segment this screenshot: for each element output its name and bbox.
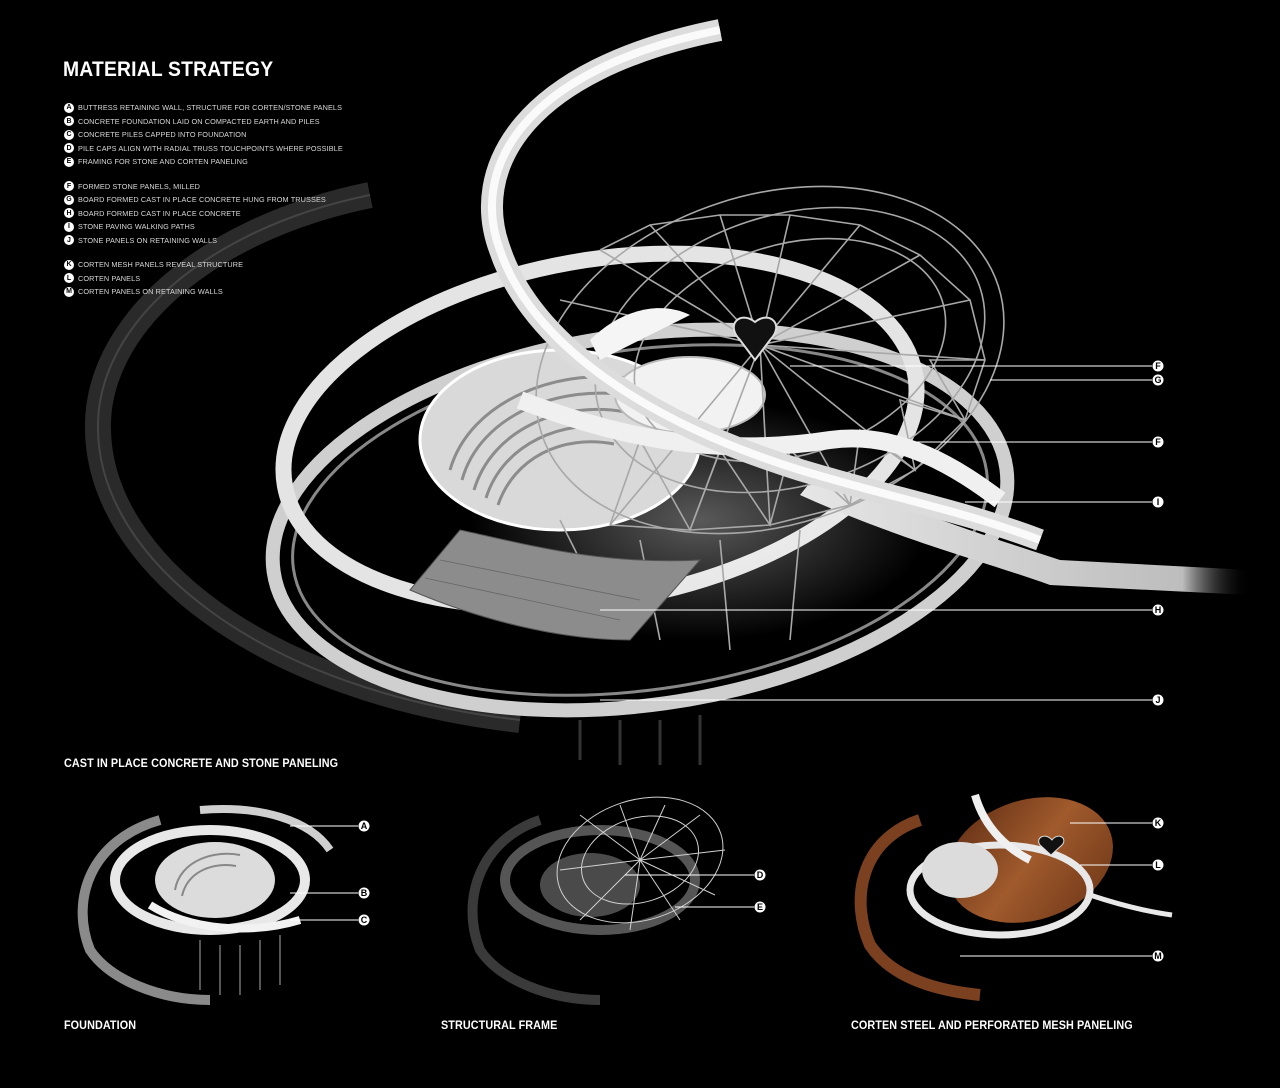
callout-badge: A — [358, 820, 370, 832]
svg-text:J: J — [1155, 695, 1160, 705]
svg-text:C: C — [361, 915, 368, 925]
legend-item-label: CORTEN PANELS ON RETAINING WALLS — [78, 287, 223, 297]
section-title-frame: STRUCTURAL FRAME — [441, 1018, 558, 1032]
legend-key-badge: A — [64, 102, 74, 113]
legend-item-label: FRAMING FOR STONE AND CORTEN PANELING — [78, 157, 248, 167]
callout-badge: D — [754, 869, 766, 881]
main-callouts: F G F I H J — [1152, 360, 1164, 706]
legend-group: K CORTEN MESH PANELS REVEAL STRUCTURE L COR… — [64, 258, 343, 299]
legend-key-badge: E — [64, 156, 74, 167]
section-title-foundation: FOUNDATION — [64, 1018, 137, 1032]
legend-key-badge: B — [64, 116, 74, 127]
foundation-callouts: A B C — [358, 820, 370, 926]
legend-item: I STONE PAVING WALKING PATHS — [64, 220, 343, 234]
legend-item-label: CORTEN PANELS — [78, 273, 141, 283]
structural-frame-illustration — [467, 796, 726, 1005]
callout-badge: L — [1152, 859, 1164, 871]
main-structure-illustration — [84, 19, 1250, 765]
legend-key-badge: G — [64, 194, 74, 205]
page-title: MATERIAL STRATEGY — [63, 58, 274, 81]
callout-badge: K — [1152, 817, 1164, 829]
section-title-main: CAST IN PLACE CONCRETE AND STONE PANELIN… — [64, 756, 339, 770]
callout-badge: M — [1152, 950, 1164, 962]
legend-key-badge: M — [64, 286, 74, 297]
legend-key-badge: L — [64, 273, 74, 284]
legend-item-label: CONCRETE PILES CAPPED INTO FOUNDATION — [78, 130, 247, 140]
corten-callouts: K L M — [1152, 817, 1164, 962]
svg-text:K: K — [1155, 818, 1162, 828]
callout-badge: G — [1152, 374, 1164, 386]
svg-text:B: B — [361, 888, 368, 898]
legend-item-label: FORMED STONE PANELS, MILLED — [78, 181, 201, 191]
legend-item: M CORTEN PANELS ON RETAINING WALLS — [64, 285, 343, 299]
legend-key-badge: I — [64, 221, 74, 232]
legend-item-label: BUTTRESS RETAINING WALL, STRUCTURE FOR C… — [78, 103, 343, 113]
legend-key-badge: K — [64, 259, 74, 270]
svg-text:L: L — [1155, 860, 1161, 870]
svg-text:H: H — [1155, 605, 1162, 615]
legend-item: K CORTEN MESH PANELS REVEAL STRUCTURE — [64, 258, 343, 272]
callout-badge: F — [1152, 436, 1164, 448]
callout-badge: J — [1152, 694, 1164, 706]
legend-item: H BOARD FORMED CAST IN PLACE CONCRETE — [64, 207, 343, 221]
legend-item-label: STONE PANELS ON RETAINING WALLS — [78, 235, 218, 245]
legend-item-label: PILE CAPS ALIGN WITH RADIAL TRUSS TOUCHP… — [78, 143, 343, 153]
legend-item: G BOARD FORMED CAST IN PLACE CONCRETE HUN… — [64, 193, 343, 207]
legend-key-badge: D — [64, 143, 74, 154]
svg-text:I: I — [1157, 497, 1160, 507]
callout-badge: F — [1152, 360, 1164, 372]
callout-badge: E — [754, 901, 766, 913]
legend-item-label: STONE PAVING WALKING PATHS — [78, 222, 195, 232]
svg-text:E: E — [757, 902, 763, 912]
svg-text:M: M — [1154, 951, 1162, 961]
svg-text:F: F — [1155, 361, 1161, 371]
legend-key-badge: C — [64, 129, 74, 140]
callout-badge: I — [1152, 496, 1164, 508]
callout-badge: H — [1152, 604, 1164, 616]
legend-item-label: CONCRETE FOUNDATION LAID ON COMPACTED EA… — [78, 116, 320, 126]
legend-key-badge: J — [64, 235, 74, 246]
svg-text:D: D — [757, 870, 764, 880]
corten-illustration — [854, 793, 1173, 1001]
legend-item: C CONCRETE PILES CAPPED INTO FOUNDATION — [64, 128, 343, 142]
svg-text:A: A — [361, 821, 368, 831]
legend-group: A BUTTRESS RETAINING WALL, STRUCTURE FOR … — [64, 101, 343, 169]
legend-item: E FRAMING FOR STONE AND CORTEN PANELING — [64, 155, 343, 169]
material-legend: A BUTTRESS RETAINING WALL, STRUCTURE FOR … — [64, 101, 343, 310]
legend-key-badge: F — [64, 181, 74, 192]
callout-badge: C — [358, 914, 370, 926]
legend-item: F FORMED STONE PANELS, MILLED — [64, 180, 343, 194]
foundation-illustration — [77, 805, 334, 1005]
svg-text:G: G — [1154, 375, 1161, 385]
frame-callouts: D E — [754, 869, 766, 913]
callout-badge: B — [358, 887, 370, 899]
legend-item: L CORTEN PANELS — [64, 272, 343, 286]
legend-item: J STONE PANELS ON RETAINING WALLS — [64, 234, 343, 248]
legend-item: A BUTTRESS RETAINING WALL, STRUCTURE FOR … — [64, 101, 343, 115]
legend-item: D PILE CAPS ALIGN WITH RADIAL TRUSS TOUCH… — [64, 142, 343, 156]
svg-text:F: F — [1155, 437, 1161, 447]
legend-item-label: BOARD FORMED CAST IN PLACE CONCRETE HUNG… — [78, 195, 326, 205]
legend-item-label: CORTEN MESH PANELS REVEAL STRUCTURE — [78, 260, 244, 270]
legend-item: B CONCRETE FOUNDATION LAID ON COMPACTED E… — [64, 115, 343, 129]
legend-key-badge: H — [64, 208, 74, 219]
legend-item-label: BOARD FORMED CAST IN PLACE CONCRETE — [78, 208, 241, 218]
legend-group: F FORMED STONE PANELS, MILLED G BOARD FORME… — [64, 180, 343, 248]
section-title-corten: CORTEN STEEL AND PERFORATED MESH PANELIN… — [851, 1018, 1133, 1032]
main-callout-lines — [600, 365, 1152, 701]
